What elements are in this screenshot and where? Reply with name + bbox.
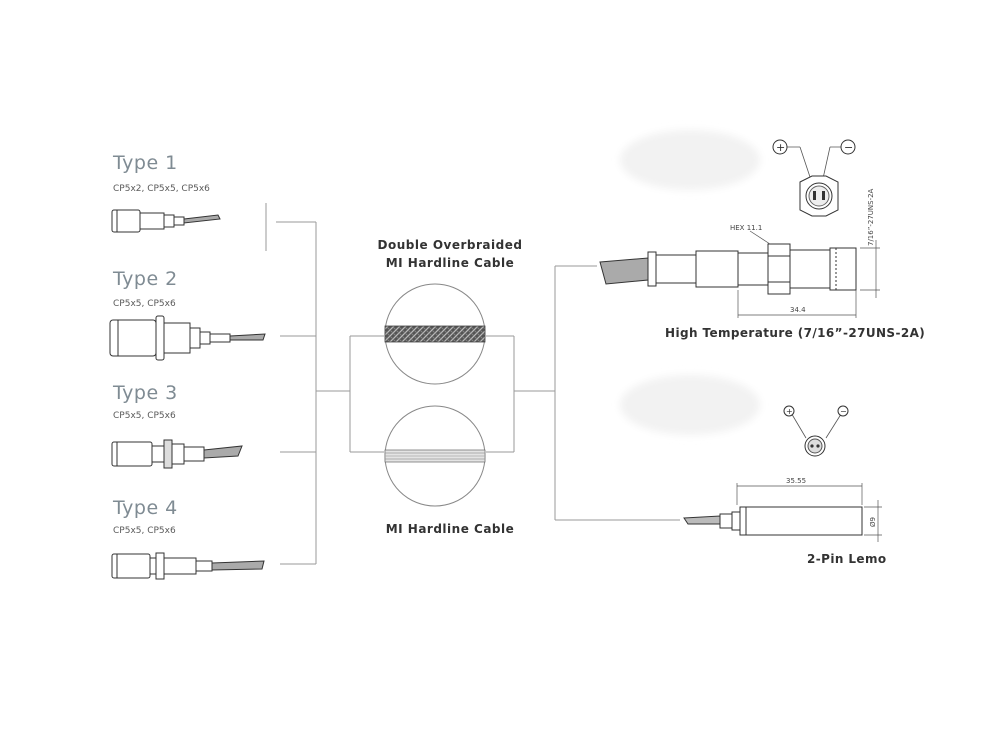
high-temp-pin-face-icon bbox=[772, 139, 856, 217]
type-3-title: Type 3 bbox=[113, 382, 178, 404]
type-1-title: Type 1 bbox=[113, 152, 178, 174]
left-tree-lines bbox=[265, 203, 680, 565]
lemo-pin-face-icon bbox=[783, 405, 849, 457]
type-2-title: Type 2 bbox=[113, 268, 178, 290]
plus-pin-label-lemo: + bbox=[786, 407, 793, 416]
double-overbraided-line2: MI Hardline Cable bbox=[385, 256, 515, 270]
type-1-sensor-drawing bbox=[111, 209, 221, 233]
lemo-connector-label: 2-Pin Lemo bbox=[807, 552, 887, 566]
type-1-models: CP5x2, CP5x5, CP5x6 bbox=[113, 184, 210, 194]
type-3-sensor-drawing bbox=[111, 439, 243, 469]
type-3-models: CP5x5, CP5x6 bbox=[113, 411, 176, 421]
type-2-models: CP5x5, CP5x6 bbox=[113, 299, 176, 309]
type-4-models: CP5x5, CP5x6 bbox=[113, 526, 176, 536]
minus-pin-label-ht: − bbox=[844, 141, 853, 154]
double-overbraided-cable-icon bbox=[384, 283, 486, 385]
high-temp-connector-drawing bbox=[599, 243, 857, 295]
type-2-sensor-drawing bbox=[109, 315, 266, 361]
high-temp-connector-label: High Temperature (7/16”-27UNS-2A) bbox=[665, 326, 926, 340]
length-dimension-lemo: 35.55 bbox=[786, 477, 806, 485]
double-overbraided-line1: Double Overbraided bbox=[377, 238, 523, 252]
type-4-sensor-drawing bbox=[111, 552, 265, 580]
mi-hardline-label: MI Hardline Cable bbox=[385, 522, 515, 536]
plus-pin-label-ht: + bbox=[776, 141, 785, 154]
mi-hardline-cable-icon bbox=[384, 405, 486, 507]
thread-dimension: 7/16”-27UNS-2A bbox=[867, 188, 875, 246]
type-4-title: Type 4 bbox=[113, 497, 178, 519]
diameter-dimension-lemo: Ø9 bbox=[869, 517, 877, 527]
double-overbraided-label: Double Overbraided MI Hardline Cable bbox=[340, 236, 560, 272]
lemo-connector-drawing bbox=[683, 506, 863, 536]
hex-dimension: HEX 11.1 bbox=[730, 224, 762, 232]
length-dimension-ht: 34.4 bbox=[790, 306, 806, 314]
minus-pin-label-lemo: − bbox=[840, 407, 847, 416]
